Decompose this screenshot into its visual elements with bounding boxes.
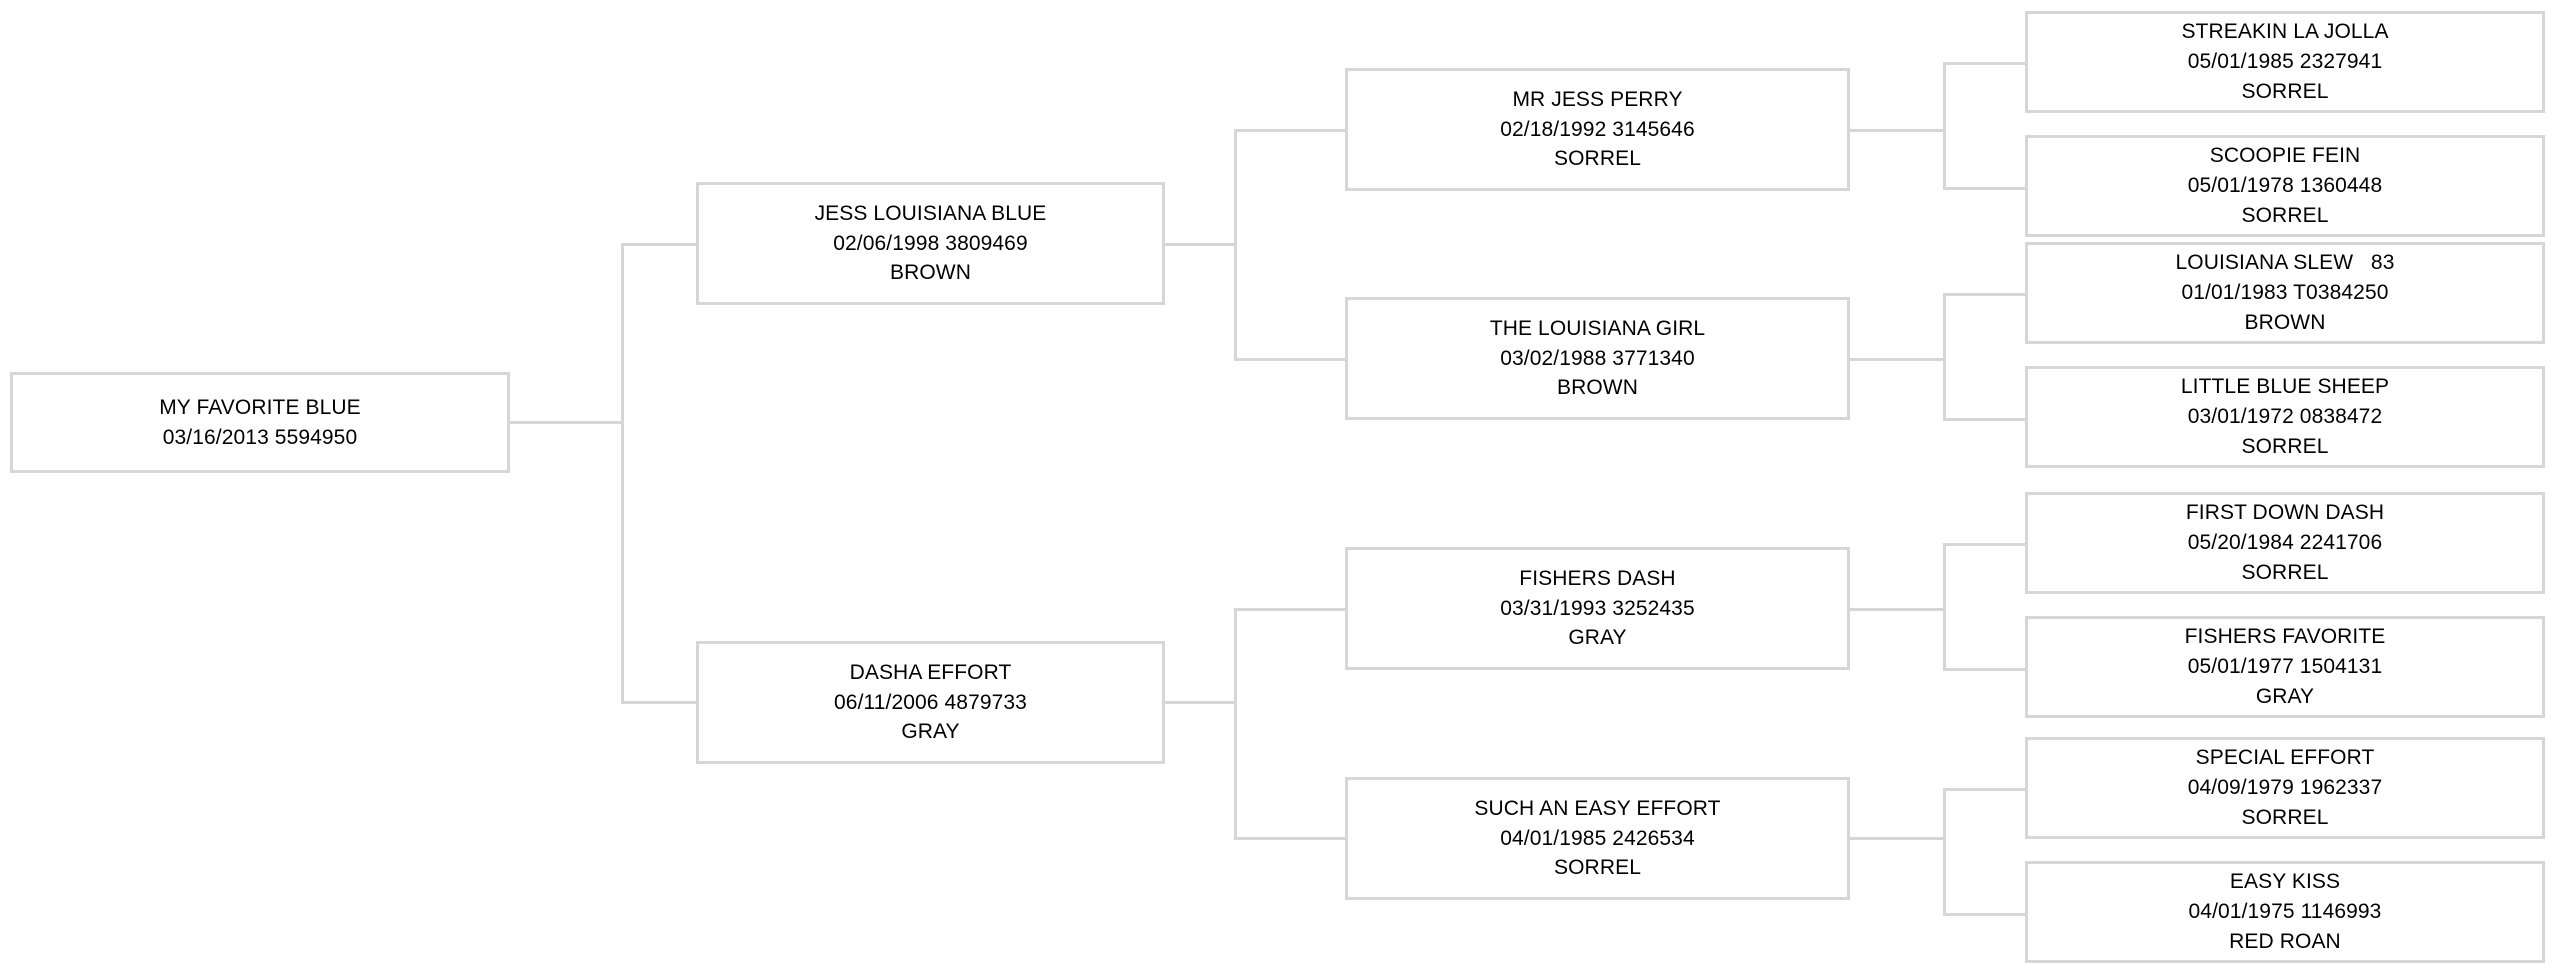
node-color: GRAY xyxy=(901,720,960,744)
connector-gen2-sire-arm-bottom xyxy=(1234,358,1348,361)
node-color: SORREL xyxy=(2241,805,2329,829)
node-name: FIRST DOWN DASH xyxy=(2185,501,2385,525)
pedigree-node-sire-dam[interactable]: THE LOUISIANA GIRL 03/02/1988 3771340 BR… xyxy=(1345,297,1850,420)
connector-gen3-4-stub xyxy=(1850,837,1946,840)
connector-gen3-1-arm-bottom xyxy=(1943,187,2027,190)
node-name: THE LOUISIANA GIRL xyxy=(1489,316,1706,340)
node-birth-registration: 04/01/1975 1146993 xyxy=(2188,900,2382,924)
node-color: SORREL xyxy=(1554,147,1641,171)
node-birth-registration: 05/01/1978 1360448 xyxy=(2187,174,2383,198)
node-birth-registration: 04/09/1979 1962337 xyxy=(2187,776,2383,800)
node-color: GRAY xyxy=(2255,684,2315,708)
connector-gen2-sire-arm-top xyxy=(1234,129,1348,132)
node-birth-registration: 03/01/1972 0838472 xyxy=(2187,405,2383,429)
connector-gen3-4-trunk xyxy=(1943,788,1946,916)
node-name: EASY KISS xyxy=(2229,870,2341,894)
node-name: SCOOPIE FEIN xyxy=(2209,144,2361,168)
pedigree-node-sire[interactable]: JESS LOUISIANA BLUE 02/06/1998 3809469 B… xyxy=(696,182,1165,305)
connector-gen3-3-trunk xyxy=(1943,543,1946,671)
connector-gen3-2-stub xyxy=(1850,358,1946,361)
connector-gen2-dam-trunk xyxy=(1234,608,1237,840)
node-color: GRAY xyxy=(1568,626,1627,650)
node-name: LITTLE BLUE SHEEP xyxy=(2180,375,2390,399)
connector-gen3-2-arm-bottom xyxy=(1943,418,2027,421)
node-color: SORREL xyxy=(1554,856,1641,880)
node-color: SORREL xyxy=(2241,434,2329,458)
connector-gen1-arm-sire xyxy=(621,243,699,246)
node-color: BROWN xyxy=(890,261,971,285)
node-color: BROWN xyxy=(1557,376,1638,400)
pedigree-node-gen4-5[interactable]: FIRST DOWN DASH 05/20/1984 2241706 SORRE… xyxy=(2025,492,2545,594)
connector-gen3-1-trunk xyxy=(1943,62,1946,190)
pedigree-node-gen4-3[interactable]: LOUISIANA SLEW 83 01/01/1983 T0384250 BR… xyxy=(2025,242,2545,344)
pedigree-node-sire-sire[interactable]: MR JESS PERRY 02/18/1992 3145646 SORREL xyxy=(1345,68,1850,191)
connector-gen3-3-arm-top xyxy=(1943,543,2027,546)
connector-gen3-2-arm-top xyxy=(1943,293,2027,296)
pedigree-node-dam[interactable]: DASHA EFFORT 06/11/2006 4879733 GRAY xyxy=(696,641,1165,764)
node-name: SUCH AN EASY EFFORT xyxy=(1474,796,1721,820)
connector-gen1-arm-dam xyxy=(621,701,699,704)
connector-gen2-dam-arm-bottom xyxy=(1234,837,1348,840)
node-birth-registration: 04/01/1985 2426534 xyxy=(1500,826,1695,850)
node-name: FISHERS FAVORITE xyxy=(2184,625,2386,649)
node-birth-registration: 02/06/1998 3809469 xyxy=(833,231,1028,255)
connector-gen3-3-arm-bottom xyxy=(1943,668,2027,671)
connector-gen3-4-arm-top xyxy=(1943,788,2027,791)
node-name: MR JESS PERRY xyxy=(1512,87,1683,111)
connector-gen3-4-arm-bottom xyxy=(1943,913,2027,916)
node-name: JESS LOUISIANA BLUE xyxy=(814,201,1047,225)
node-color: SORREL xyxy=(2241,79,2329,103)
connector-gen1-trunk xyxy=(621,243,624,704)
pedigree-node-gen4-8[interactable]: EASY KISS 04/01/1975 1146993 RED ROAN xyxy=(2025,861,2545,963)
pedigree-node-gen4-6[interactable]: FISHERS FAVORITE 05/01/1977 1504131 GRAY xyxy=(2025,616,2545,718)
node-birth-registration: 05/01/1985 2327941 xyxy=(2187,50,2383,74)
node-name: LOUISIANA SLEW 83 xyxy=(2175,251,2395,275)
connector-gen3-1-stub xyxy=(1850,129,1946,132)
node-name: FISHERS DASH xyxy=(1519,566,1676,590)
connector-gen2-dam-arm-top xyxy=(1234,608,1348,611)
node-birth-registration: 01/01/1983 T0384250 xyxy=(2181,281,2389,305)
pedigree-node-gen4-4[interactable]: LITTLE BLUE SHEEP 03/01/1972 0838472 SOR… xyxy=(2025,366,2545,468)
node-birth-registration: 02/18/1992 3145646 xyxy=(1500,117,1695,141)
pedigree-node-gen4-2[interactable]: SCOOPIE FEIN 05/01/1978 1360448 SORREL xyxy=(2025,135,2545,237)
node-birth-registration: 03/02/1988 3771340 xyxy=(1500,346,1695,370)
connector-gen1-stub xyxy=(510,421,624,424)
connector-gen2-sire-stub xyxy=(1165,243,1237,246)
node-birth-registration: 05/01/1977 1504131 xyxy=(2187,655,2383,679)
pedigree-node-dam-sire[interactable]: FISHERS DASH 03/31/1993 3252435 GRAY xyxy=(1345,547,1850,670)
connector-gen3-3-stub xyxy=(1850,608,1946,611)
connector-gen3-1-arm-top xyxy=(1943,62,2027,65)
node-birth-registration: 05/20/1984 2241706 xyxy=(2187,531,2383,555)
node-color: RED ROAN xyxy=(2229,929,2341,953)
connector-gen3-2-trunk xyxy=(1943,293,1946,421)
pedigree-node-gen4-7[interactable]: SPECIAL EFFORT 04/09/1979 1962337 SORREL xyxy=(2025,737,2545,839)
pedigree-node-subject[interactable]: MY FAVORITE BLUE 03/16/2013 5594950 xyxy=(10,372,510,473)
node-name: STREAKIN LA JOLLA xyxy=(2181,20,2389,44)
node-birth-registration: 03/31/1993 3252435 xyxy=(1500,596,1695,620)
node-color: BROWN xyxy=(2244,310,2326,334)
node-name: SPECIAL EFFORT xyxy=(2195,746,2375,770)
node-color: SORREL xyxy=(2241,560,2329,584)
node-color: SORREL xyxy=(2241,203,2329,227)
node-name: MY FAVORITE BLUE xyxy=(159,395,361,419)
node-name: DASHA EFFORT xyxy=(849,660,1012,684)
node-birth-registration: 03/16/2013 5594950 xyxy=(162,425,358,449)
node-birth-registration: 06/11/2006 4879733 xyxy=(834,690,1027,714)
pedigree-node-gen4-1[interactable]: STREAKIN LA JOLLA 05/01/1985 2327941 SOR… xyxy=(2025,11,2545,113)
connector-gen2-dam-stub xyxy=(1165,701,1237,704)
connector-gen2-sire-trunk xyxy=(1234,129,1237,361)
pedigree-node-dam-dam[interactable]: SUCH AN EASY EFFORT 04/01/1985 2426534 S… xyxy=(1345,777,1850,900)
